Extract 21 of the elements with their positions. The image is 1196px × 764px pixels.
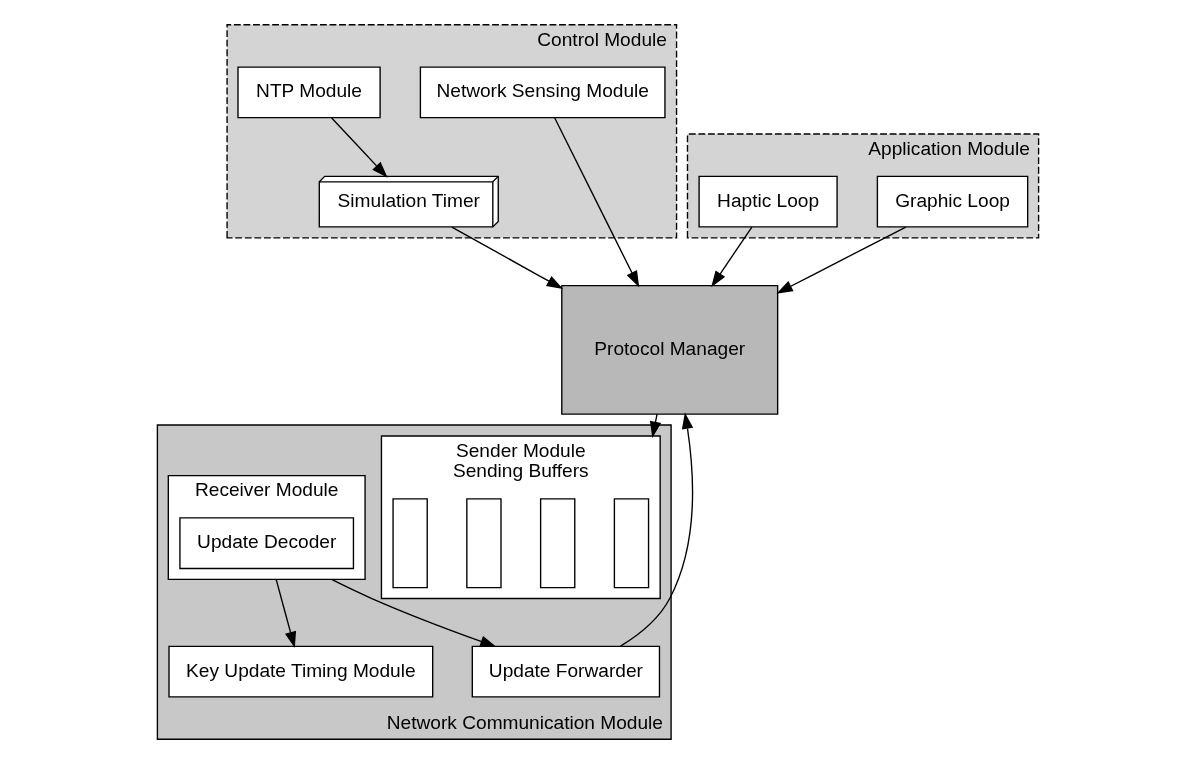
arrow [649,413,662,438]
node-box: NTP Module [237,66,381,119]
node-box [539,498,576,589]
arrow [330,578,497,647]
node-box: Haptic Loop [698,175,838,228]
node-box: Key Update Timing Module [168,645,434,698]
node-box [392,498,428,589]
arrow [711,226,753,288]
cluster: Sender Module Sending Buffers [380,435,661,600]
arrow [619,412,694,647]
arrow [451,226,564,290]
arrow [275,578,297,649]
arrow [331,117,388,178]
node-box: Update Decoder [179,517,355,570]
node-box: Protocol Manager [561,285,779,415]
node-box: Graphic Loop [876,175,1029,228]
node-box [613,498,650,589]
arrow [553,117,640,288]
node-box [466,498,502,589]
node-box: Update Forwarder [471,645,661,698]
node-box: Network Sensing Module [419,66,666,119]
